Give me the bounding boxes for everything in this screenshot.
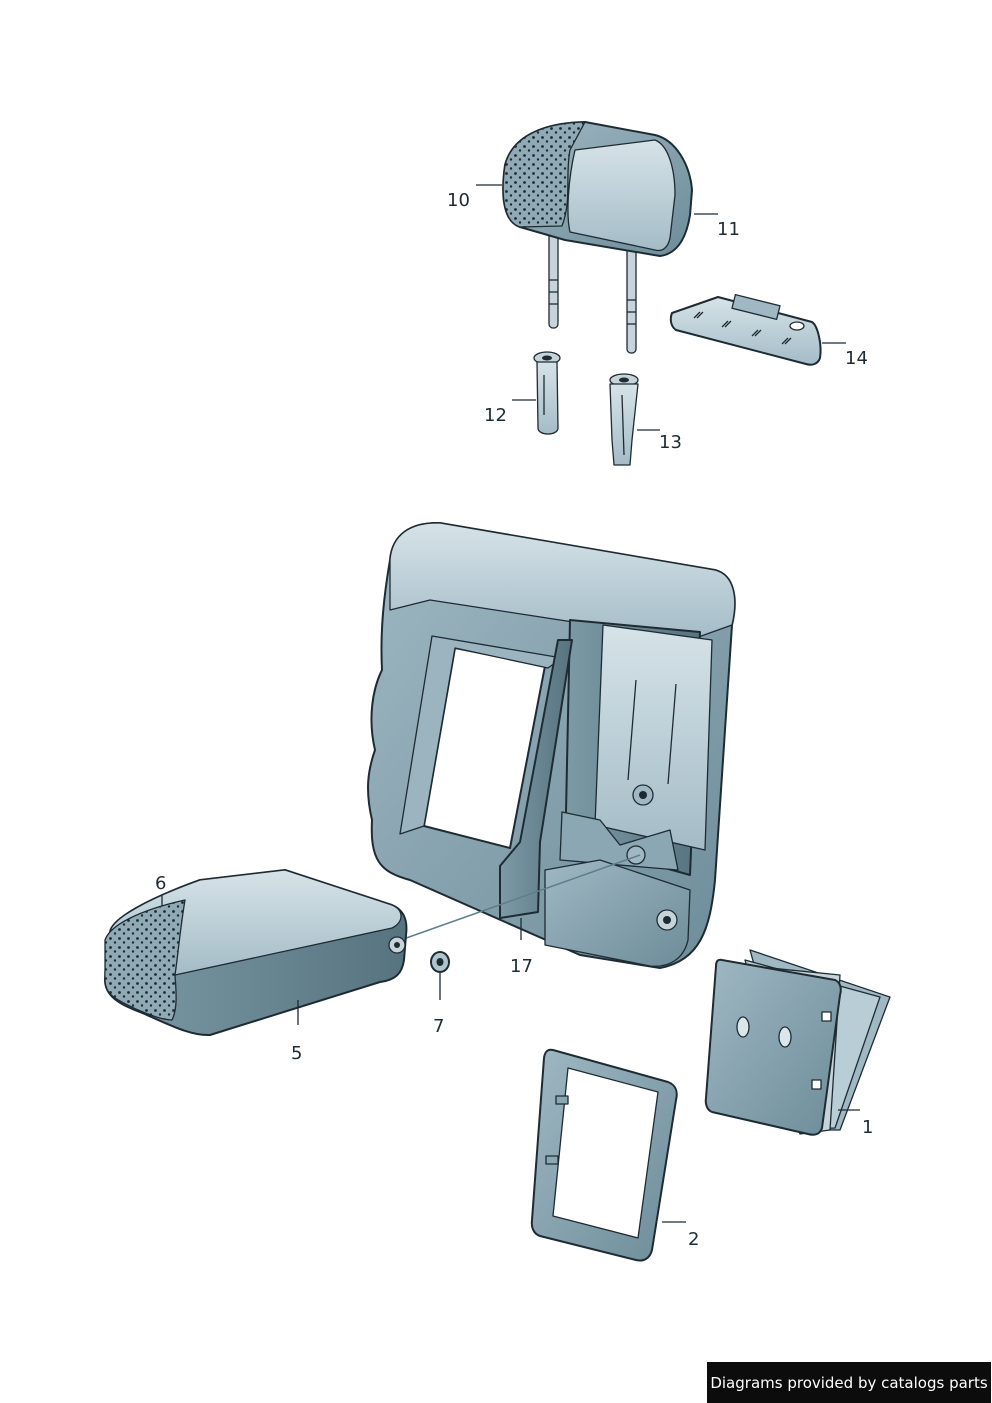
callout-10: 10	[447, 190, 470, 211]
leader-lines	[161, 184, 860, 1223]
armrest-lid	[104, 869, 408, 1037]
callout-2: 2	[688, 1229, 699, 1250]
headrest-post-right	[626, 244, 637, 354]
credit-text: Diagrams provided by catalogs parts	[710, 1373, 988, 1392]
insert-1	[704, 949, 891, 1136]
headrest-front-panel	[567, 139, 676, 252]
callout-12: 12	[484, 405, 507, 426]
callout-5: 5	[291, 1043, 302, 1064]
callout-14: 14	[845, 348, 868, 369]
housing-flange-17	[499, 639, 573, 919]
nut-7	[430, 951, 450, 973]
assembly-axis	[394, 854, 641, 943]
callout-11: 11	[717, 219, 740, 240]
headrest-post-left	[548, 227, 559, 329]
callout-1: 1	[862, 1117, 873, 1138]
armrest-lid-fabric	[104, 899, 186, 1021]
callout-7: 7	[433, 1016, 444, 1037]
housing-top-roll	[389, 522, 736, 641]
callout-17: 17	[510, 956, 533, 977]
callout-6: 6	[155, 873, 166, 894]
headrest-fabric-cutaway	[502, 121, 586, 228]
insert-front-plate	[704, 958, 842, 1136]
frame-seal-2	[530, 1048, 678, 1262]
callout-13: 13	[659, 432, 682, 453]
guide-sleeve-13	[609, 373, 639, 466]
callout-labels: 1 2 5 6 7 10 11 12 13 14 17	[155, 190, 873, 1250]
armrest-housing	[367, 521, 736, 969]
trim-cover-14	[669, 293, 822, 366]
headrest	[502, 121, 693, 354]
credit-banner: Diagrams provided by catalogs parts	[707, 1362, 991, 1403]
guide-sleeve-12	[533, 351, 561, 435]
post-notches	[549, 279, 636, 325]
